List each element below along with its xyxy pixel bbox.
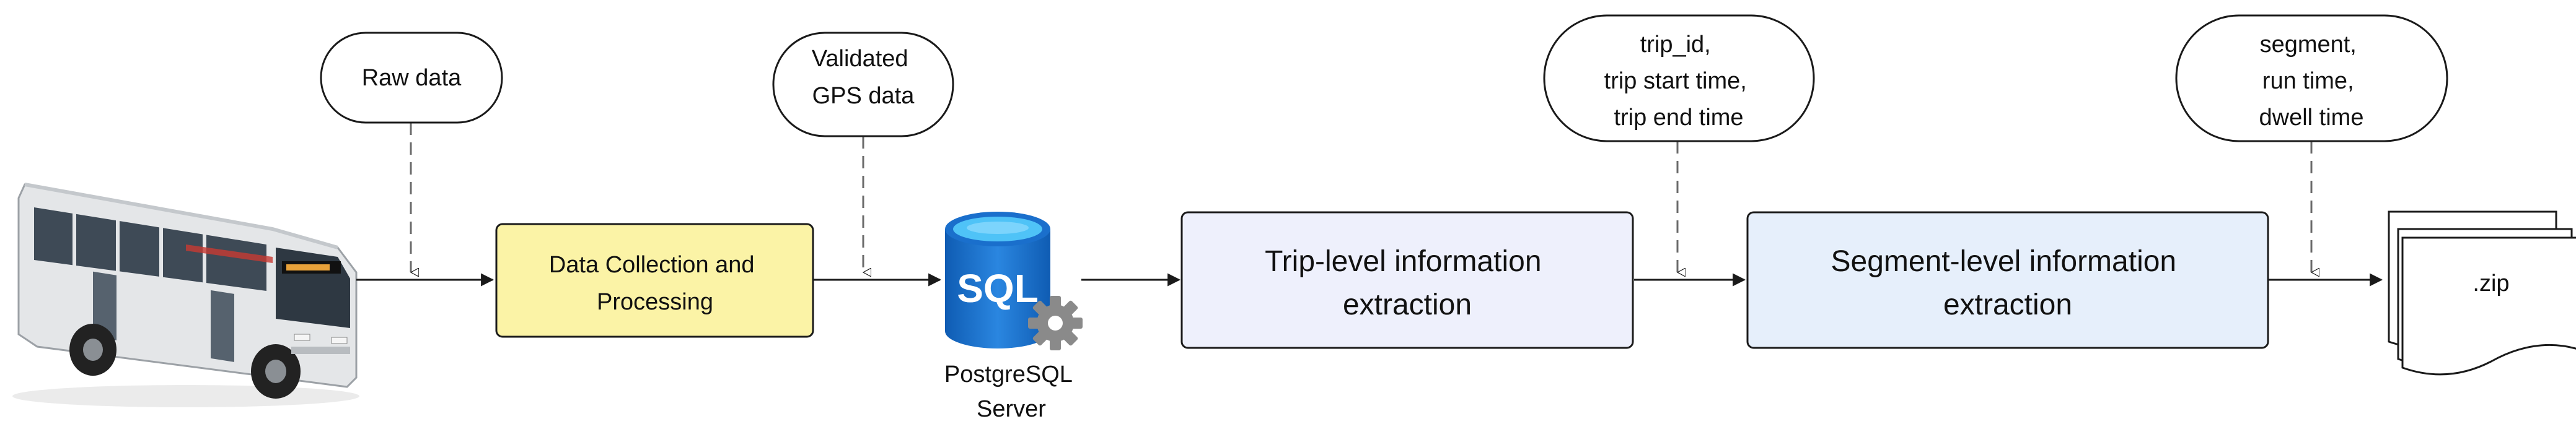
gear-icon <box>1028 296 1083 350</box>
svg-text:Segment-level information: Segment-level information extraction <box>1831 245 2185 321</box>
zip-files-icon: .zip <box>2388 210 2576 376</box>
bubble-segment-line-1: segment, <box>2260 32 2357 58</box>
box-collection-line-2: Processing <box>597 289 713 315</box>
bubble-trip-line-2: trip start time, <box>1604 68 1747 94</box>
zip-label: .zip <box>2473 270 2509 296</box>
bubble-raw-data: Raw data <box>320 32 503 124</box>
svg-text:Data Collection and Proc: Data Collection and Processing <box>549 252 761 315</box>
box-trip-line-2: extraction <box>1343 288 1472 321</box>
bubble-validated-line-1: Validated <box>812 46 908 72</box>
box-segment-line-1: Segment-level information <box>1831 245 2177 278</box>
bubble-trip-line-3: trip end time <box>1614 105 1743 131</box>
bubble-raw-line-1: Raw data <box>362 65 462 91</box>
box-trip-level: Trip-level information extraction <box>1180 211 1634 349</box>
box-trip-line-1: Trip-level information <box>1265 245 1541 278</box>
bus-icon <box>12 183 359 407</box>
database-caption-line-1: PostgreSQL <box>944 361 1072 387</box>
svg-text:Raw data: Raw data <box>362 65 462 91</box>
bubble-validated-gps: Validated GPS data <box>772 32 954 137</box>
box-segment-line-2: extraction <box>1943 288 2072 321</box>
bubble-validated-line-2: GPS data <box>812 83 915 109</box>
bubble-trip-fields: trip_id, trip start time, trip end time <box>1543 14 1815 142</box>
bubble-segment-line-3: dwell time <box>2259 105 2364 131</box>
bubble-segment-fields: segment, run time, dwell time <box>2175 14 2448 142</box>
svg-text:trip_id, trip start time: trip_id, trip start time, trip end time <box>1604 32 1754 131</box>
database-caption-line-2: Server <box>977 396 1046 422</box>
box-data-collection: Data Collection and Processing <box>495 223 814 338</box>
sql-database-icon: SQL <box>945 212 1050 348</box>
bubble-segment-line-2: run time, <box>2262 68 2354 94</box>
bubble-trip-line-1: trip_id, <box>1640 32 1711 58</box>
svg-text:Trip-level information e: Trip-level information extraction <box>1265 245 1550 321</box>
svg-text:Validated GPS data: Validated GPS data <box>812 46 915 109</box>
svg-text:segment, run time,: segment, run time, dwell time <box>2259 32 2364 131</box>
sql-icon-text: SQL <box>957 266 1039 311</box>
database-caption: PostgreSQL Server <box>944 361 1078 422</box>
box-collection-line-1: Data Collection and <box>549 252 755 278</box>
box-segment-level: Segment-level information extraction <box>1746 211 2269 349</box>
